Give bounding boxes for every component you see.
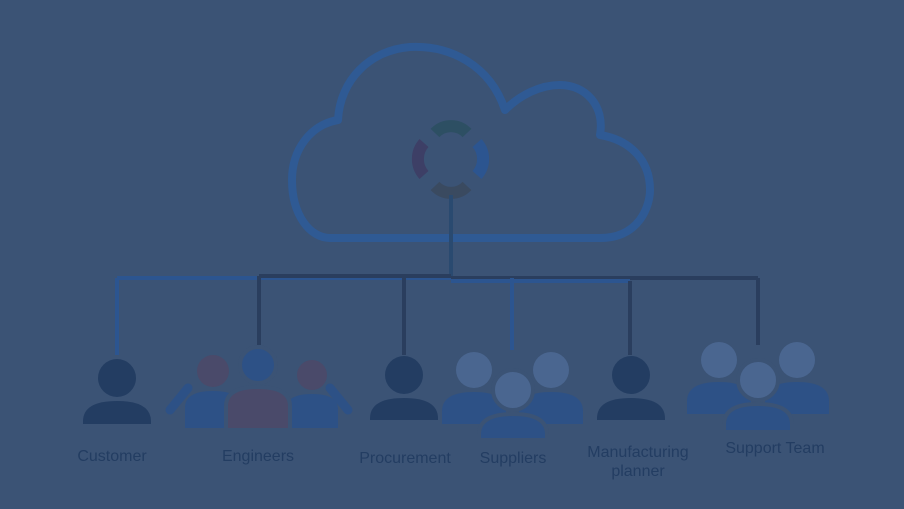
person-icon	[286, 360, 338, 428]
group-label-manufacturing-planner: Manufacturing planner	[587, 444, 689, 480]
group-label-procurement: Procurement	[359, 450, 451, 467]
connector-lines	[115, 195, 760, 355]
person-icon	[477, 368, 549, 442]
group-label-support-team: Support Team	[725, 440, 825, 457]
people-icons	[83, 342, 829, 442]
person-icon	[370, 356, 438, 420]
lifebuoy-icon	[411, 120, 490, 199]
group-label-customer: Customer	[77, 448, 147, 465]
person-icon	[83, 359, 151, 424]
arm-shape	[165, 383, 193, 415]
person-icon	[722, 358, 794, 434]
arm-shape	[325, 383, 353, 415]
group-label-suppliers: Suppliers	[479, 450, 547, 467]
person-icon	[597, 356, 665, 420]
group-label-engineers: Engineers	[221, 448, 295, 465]
person-icon	[224, 345, 292, 432]
cloud-icon	[288, 42, 654, 242]
